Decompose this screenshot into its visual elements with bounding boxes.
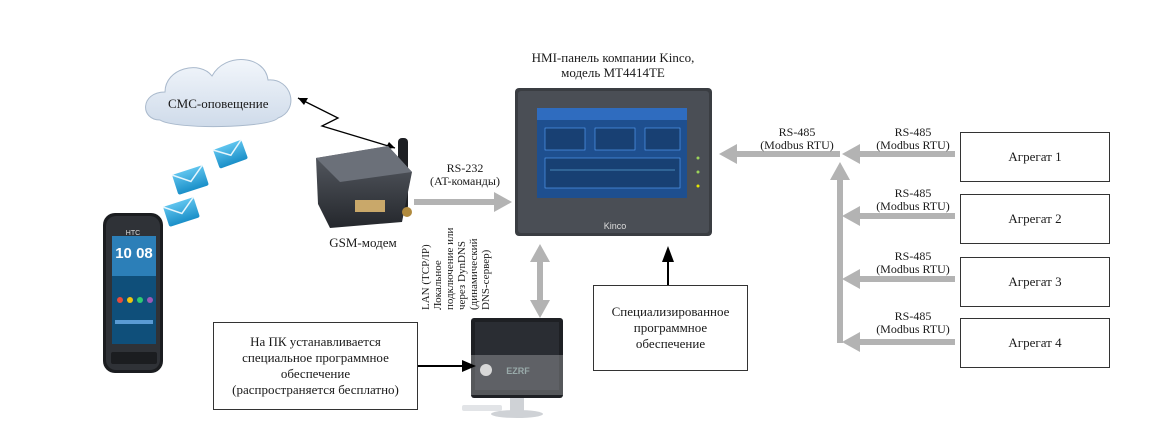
pc-software-box: На ПК устанавливается специальное програ… [213,322,418,410]
wireless-link-icon [297,97,396,149]
envelope-icon [212,139,248,169]
envelope-icon [171,164,209,195]
monitor-brand: EZRF [506,366,530,376]
lan-label: LAN (TCP/IP) Локальное подключение или ч… [420,227,492,310]
sms-label: СМС-оповещение [168,96,269,111]
connection-arrows [414,144,955,372]
gsm-label: GSM-модем [329,235,397,250]
unit-box: Агрегат 3 [960,257,1110,307]
hmi-title: HMI-панель компании Kinco, модель MT4414… [531,50,695,80]
envelope-icon [162,196,200,227]
sms-cloud [145,59,292,128]
hmi-panel-icon [515,88,712,236]
gsm-modem-icon [316,138,412,228]
unit-link-label: RS-485 (Modbus RTU) [876,249,950,276]
rs485-main-label: RS-485 (Modbus RTU) [760,125,834,152]
phone-brand: HTC [125,230,141,237]
phone-time: 10 08 [115,245,153,262]
hmi-brand: Kinco [603,221,627,231]
unit-box: Агрегат 2 [960,194,1110,244]
specialized-software-box: Специализированное программное обеспечен… [593,285,748,371]
unit-box: Агрегат 4 [960,318,1110,368]
rs232-label: RS-232 (AT-команды) [430,161,500,188]
unit-link-label: RS-485 (Modbus RTU) [876,125,950,152]
phone-icon [103,213,163,373]
monitor-icon [462,318,565,418]
unit-link-label: RS-485 (Modbus RTU) [876,309,950,336]
unit-box: Агрегат 1 [960,132,1110,182]
unit-link-label: RS-485 (Modbus RTU) [876,186,950,213]
